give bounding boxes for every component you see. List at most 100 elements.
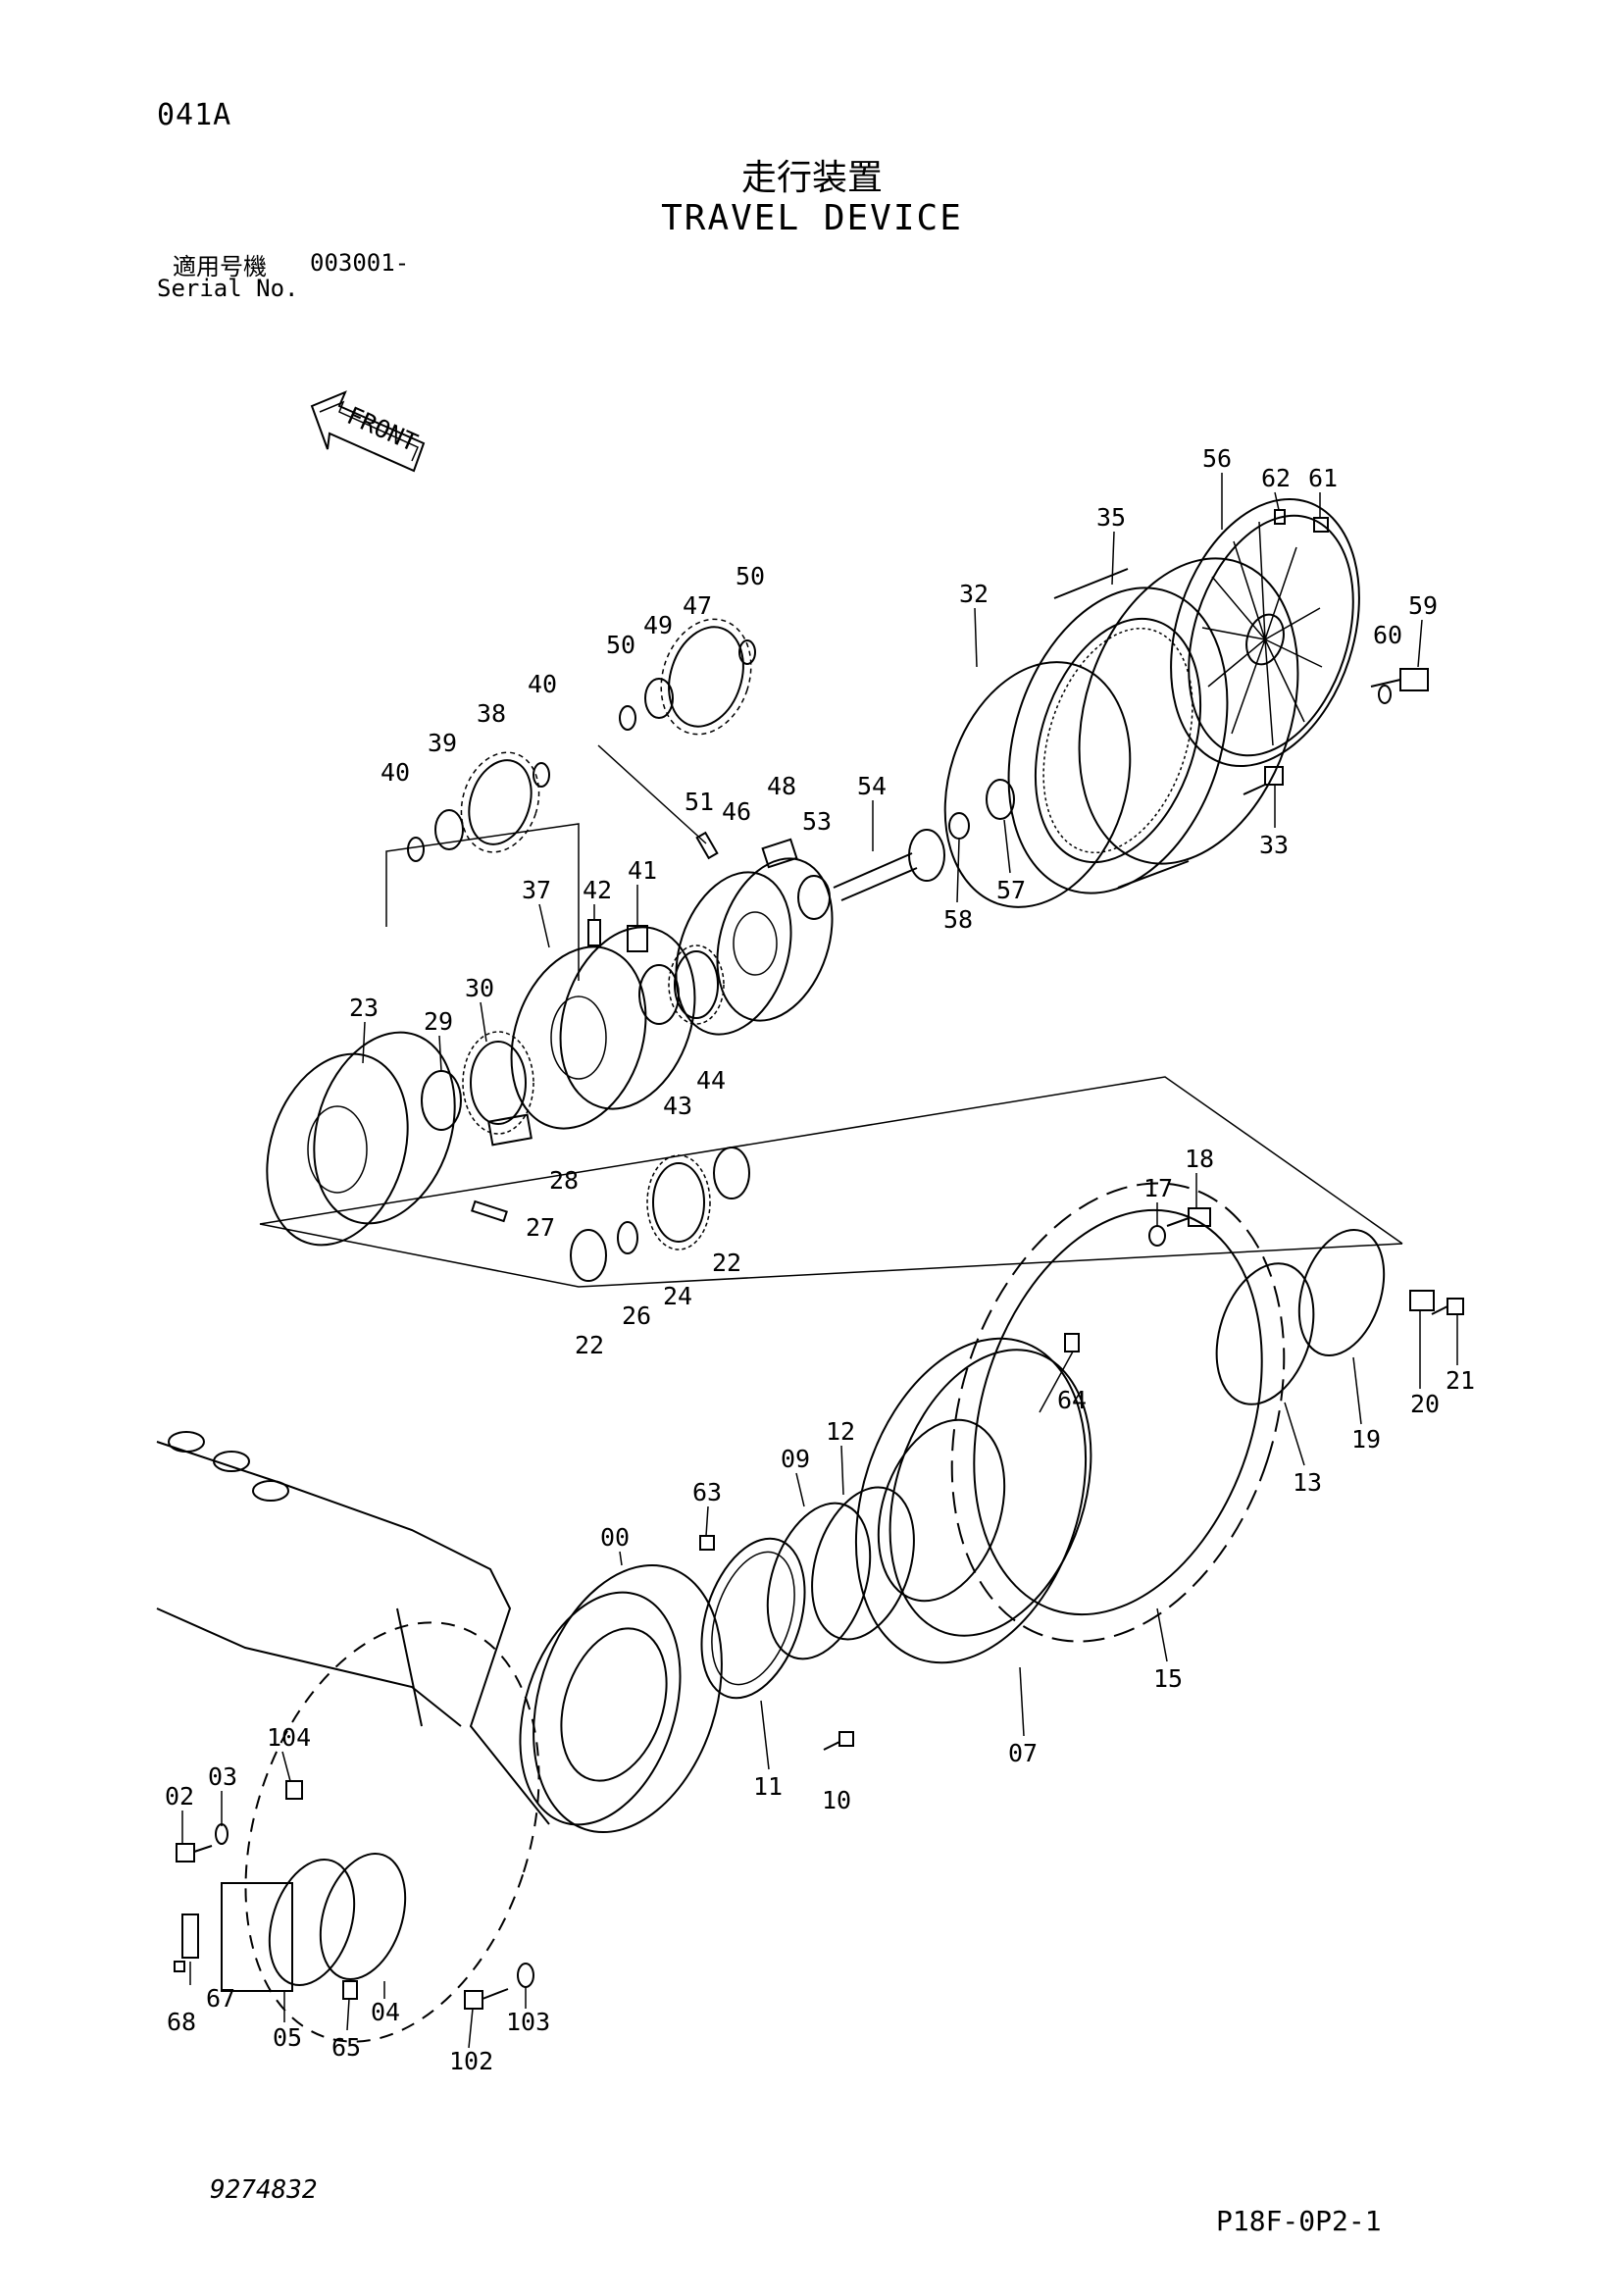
part-label-22-left: 22	[575, 1331, 604, 1359]
part-label-24: 24	[663, 1282, 692, 1310]
part-label-59: 59	[1408, 591, 1438, 620]
seal-ring-11-inner	[711, 1551, 795, 1686]
pin-42	[587, 919, 601, 946]
part-label-46: 46	[722, 797, 751, 826]
pin-27	[471, 1199, 508, 1223]
part-label-104: 104	[267, 1723, 311, 1752]
part-label-29: 29	[424, 1007, 453, 1036]
hub-07	[854, 1337, 1092, 1664]
bolt-18	[1166, 1207, 1211, 1227]
serial-from-number: 003001-	[310, 249, 410, 277]
seal-57	[986, 779, 1015, 820]
washer-40a	[407, 837, 425, 862]
pin-64	[1064, 1333, 1080, 1352]
bearing-49	[644, 678, 674, 719]
seal-ring-11	[700, 1537, 806, 1700]
bearing-22b	[713, 1147, 750, 1199]
front-arrow-label: FRONT	[343, 401, 423, 457]
part-label-12: 12	[826, 1417, 855, 1446]
part-label-30: 30	[465, 974, 494, 1002]
serial-label-japanese: 適用号機	[173, 253, 267, 281]
part-label-00: 00	[600, 1523, 630, 1552]
part-label-60: 60	[1373, 621, 1402, 649]
part-label-67: 67	[206, 1984, 235, 2013]
carrier-46	[675, 857, 834, 1036]
thrust-washer-43	[638, 964, 680, 1025]
part-label-47: 47	[683, 591, 712, 620]
drawing-number: 9274832	[210, 2175, 318, 2205]
part-label-19: 19	[1351, 1425, 1381, 1454]
part-label-63: 63	[692, 1478, 722, 1506]
bolt-61	[1313, 517, 1329, 533]
part-label-35: 35	[1096, 503, 1126, 532]
part-label-39: 39	[428, 729, 457, 757]
part-label-32: 32	[959, 580, 989, 608]
washer-03	[215, 1823, 228, 1845]
part-label-03: 03	[208, 1762, 237, 1791]
part-label-40-upper: 40	[528, 670, 557, 698]
planet-gear-24	[646, 1154, 711, 1250]
part-label-21: 21	[1446, 1366, 1475, 1395]
title-english: TRAVEL DEVICE	[661, 198, 963, 238]
washer-40b	[533, 762, 550, 788]
o-ring-32	[943, 661, 1132, 908]
sprocket-15	[950, 1182, 1286, 1643]
washer-60	[1378, 685, 1392, 704]
washer-53	[797, 875, 831, 920]
part-label-07: 07	[1008, 1739, 1038, 1767]
part-label-57: 57	[996, 876, 1026, 904]
part-label-62: 62	[1261, 464, 1291, 492]
sun-gear-44	[668, 944, 725, 1025]
part-label-42: 42	[583, 876, 612, 904]
bolt-59	[1370, 668, 1429, 691]
part-label-43: 43	[663, 1092, 692, 1120]
valve-block-05	[221, 1853, 407, 1992]
part-label-28: 28	[549, 1166, 579, 1195]
part-label-53: 53	[802, 807, 832, 836]
bearing-39	[434, 809, 464, 850]
part-label-22-right: 22	[712, 1249, 741, 1277]
plug-65	[342, 1980, 358, 2000]
part-label-04: 04	[371, 1998, 400, 2026]
part-label-11: 11	[753, 1772, 783, 1801]
pin-48	[761, 838, 798, 869]
plug-104	[285, 1780, 303, 1800]
pin-51	[695, 831, 719, 860]
pin-28	[487, 1113, 533, 1147]
motor-housing-00	[519, 1563, 723, 1834]
part-label-54: 54	[857, 772, 887, 800]
part-label-50-lower: 50	[606, 631, 635, 659]
snap-ring-26	[617, 1221, 638, 1254]
part-label-09: 09	[781, 1445, 810, 1473]
part-label-41: 41	[628, 856, 657, 885]
pin-62	[1274, 509, 1286, 525]
part-label-02: 02	[165, 1782, 194, 1811]
part-label-44: 44	[696, 1066, 726, 1095]
cover-56	[1170, 497, 1360, 768]
part-label-05: 05	[273, 2023, 302, 2052]
sun-gear-30	[462, 1031, 534, 1135]
part-label-51: 51	[685, 788, 714, 816]
planet-gear-47	[660, 618, 752, 736]
part-label-61: 61	[1308, 464, 1338, 492]
bearing-12	[811, 1486, 915, 1641]
part-label-20: 20	[1410, 1390, 1440, 1418]
nut-58	[948, 812, 970, 840]
part-labels: 56 62 61 35 59 60 32 50 47 49 50 40 38 3…	[165, 444, 1475, 2075]
part-label-23: 23	[349, 994, 379, 1022]
seal-19	[1297, 1229, 1386, 1356]
part-label-38: 38	[477, 699, 506, 728]
part-label-18: 18	[1185, 1145, 1214, 1173]
title-japanese: 走行装置	[740, 158, 883, 198]
screw-68	[174, 1961, 185, 1972]
part-label-50-upper: 50	[736, 562, 765, 590]
part-label-102: 102	[449, 2047, 493, 2075]
bracket-67	[181, 1913, 199, 1959]
part-label-33: 33	[1259, 831, 1289, 859]
carrier-37	[510, 926, 696, 1130]
part-label-13: 13	[1293, 1468, 1322, 1497]
part-label-40-lower: 40	[381, 758, 410, 787]
bolt-02	[176, 1843, 213, 1862]
part-label-65: 65	[331, 2033, 361, 2062]
